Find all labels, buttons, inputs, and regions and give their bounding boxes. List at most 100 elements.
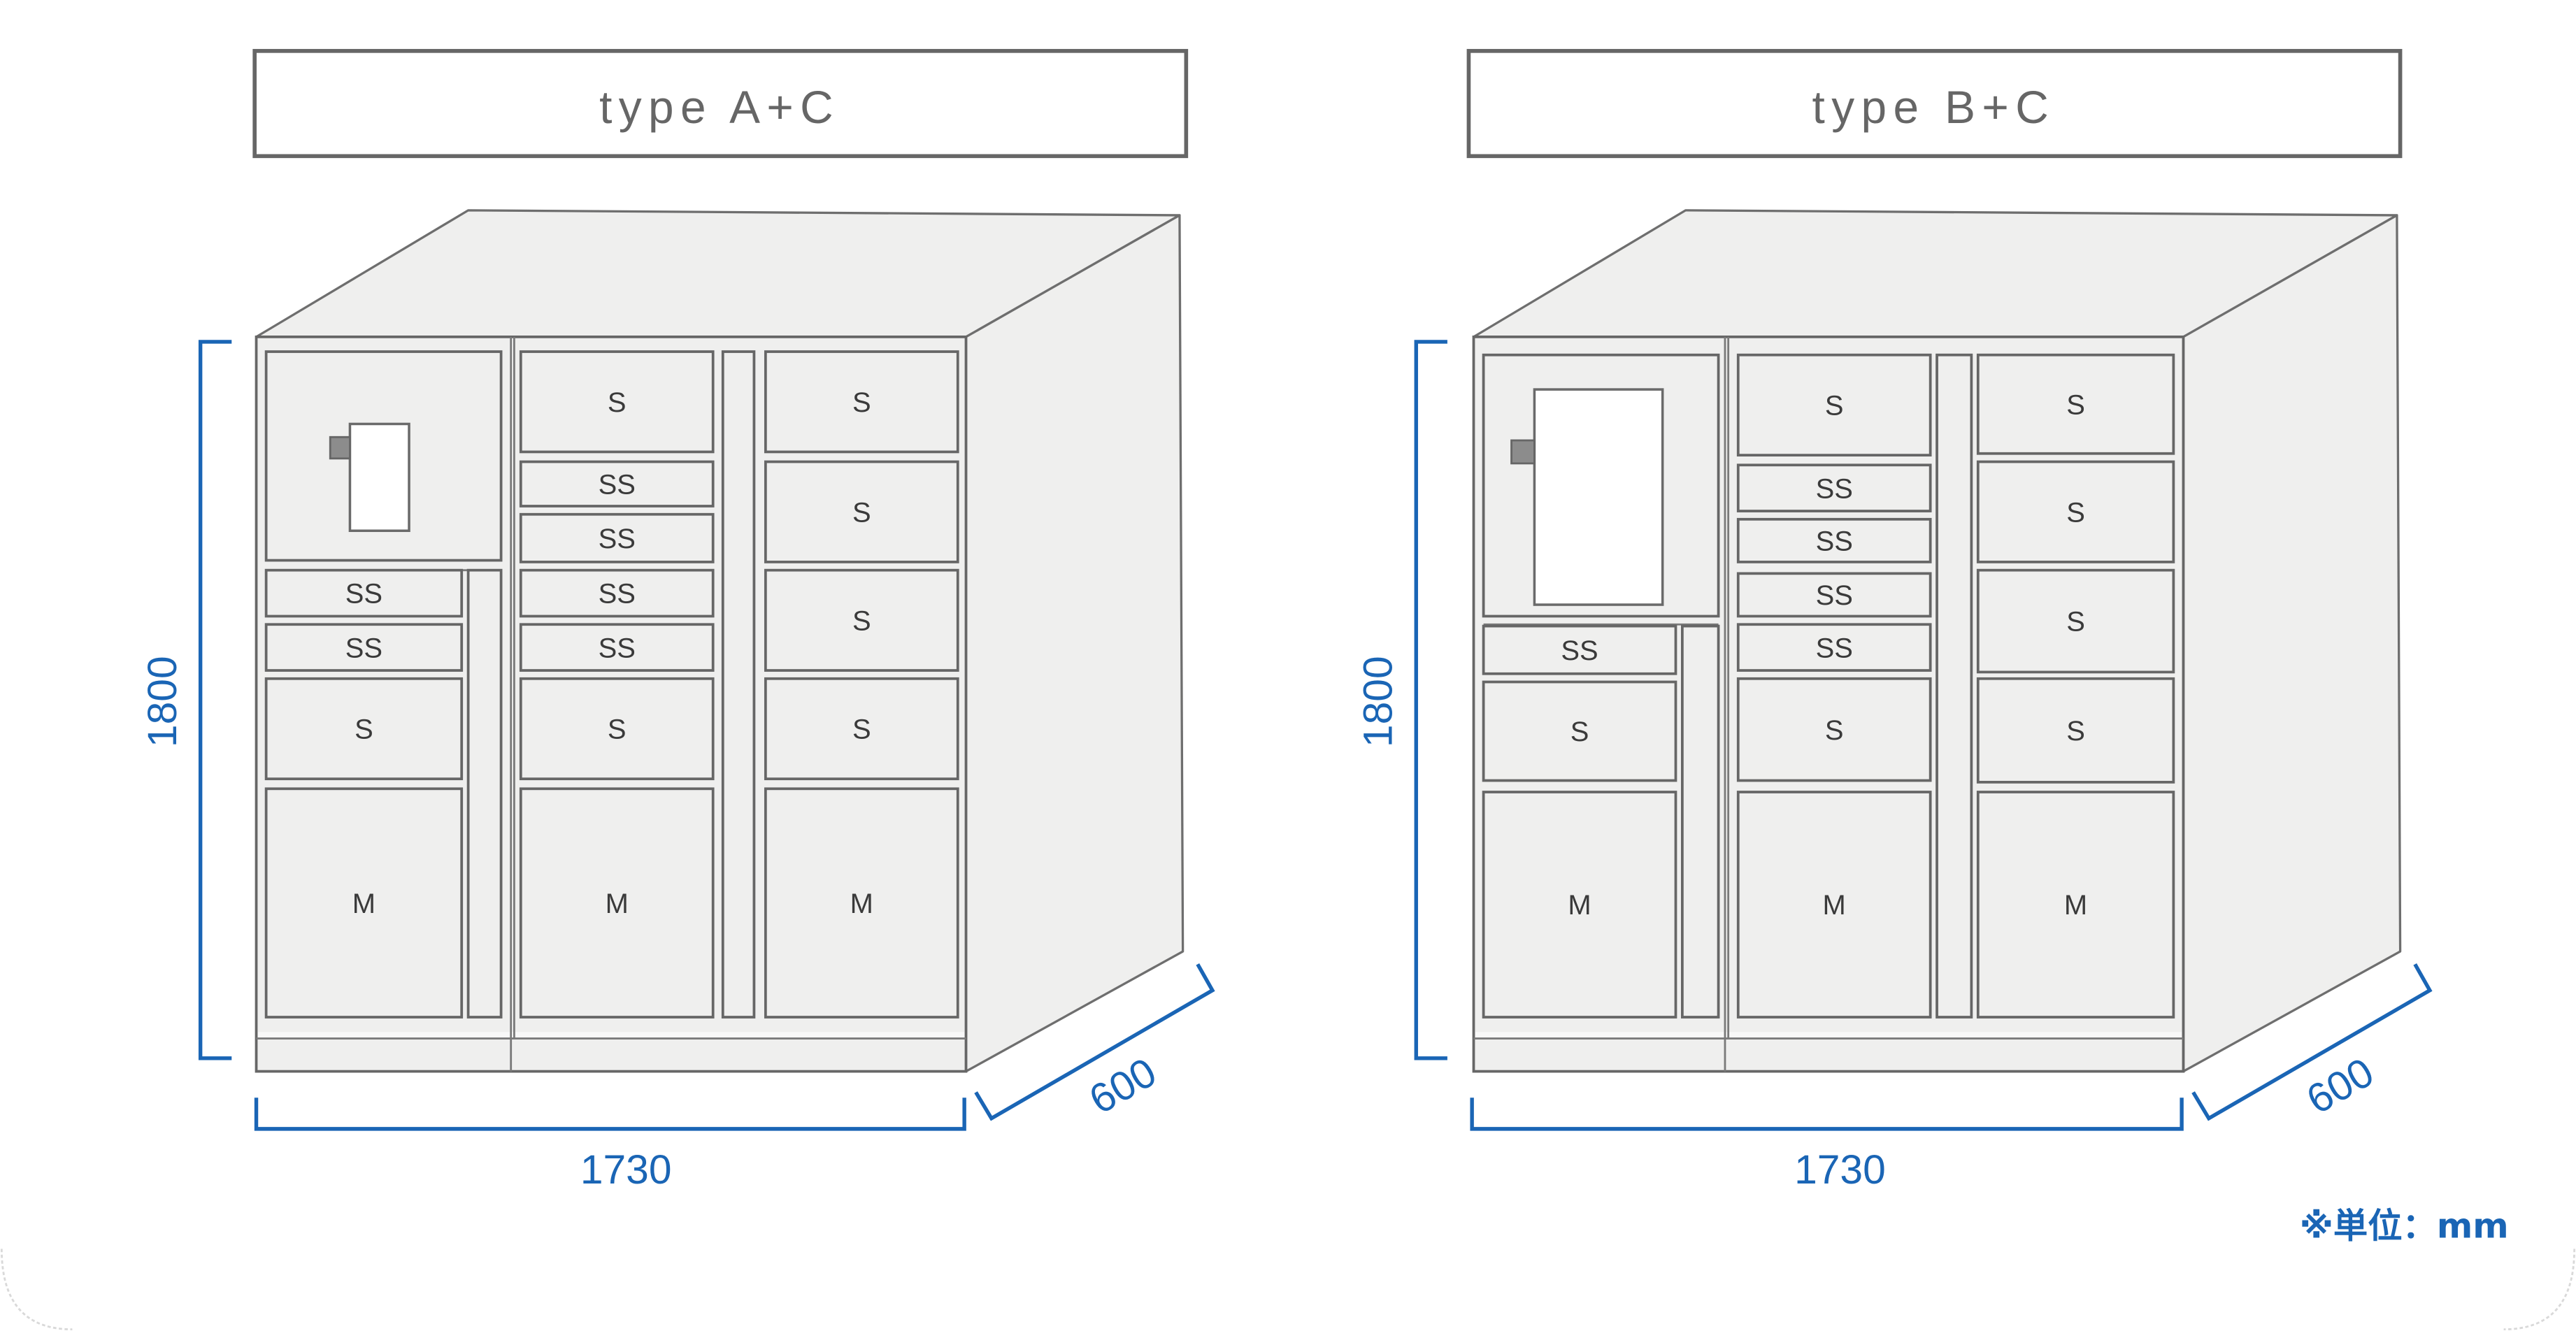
compartment-door <box>764 677 959 781</box>
compartment-door <box>264 623 464 672</box>
compartment-size-label: SS <box>1561 635 1598 666</box>
compartment: S <box>519 350 715 454</box>
compartment-size-label: M <box>850 888 873 919</box>
compartment: S <box>519 677 715 781</box>
compartment-door <box>1976 353 2175 455</box>
compartment-size-label: S <box>2066 607 2085 638</box>
compartment-size-label: SS <box>1816 633 1853 663</box>
compartment: SS <box>519 568 715 618</box>
frame-strip <box>721 350 756 1019</box>
width-value: 1730 <box>1794 1147 1886 1193</box>
compartment-size-label: S <box>852 497 871 528</box>
compartment: S <box>764 460 959 563</box>
compartment: M <box>264 787 464 1019</box>
compartment-door <box>764 350 959 454</box>
compartment-door <box>1482 791 1677 1019</box>
title-frame <box>1466 49 2403 159</box>
compartment-size-label: SS <box>599 524 636 554</box>
width-bracket <box>1470 1098 2184 1131</box>
compartment: SS <box>264 568 464 618</box>
compartment-size-label: S <box>608 387 627 418</box>
compartment-door <box>1976 677 2175 784</box>
compartment-size-label: M <box>1568 890 1591 921</box>
card-reader-icon <box>1510 439 1536 465</box>
compartment-door <box>264 787 464 1019</box>
compartment-door <box>1736 791 1932 1019</box>
compartment-size-label: M <box>352 888 375 919</box>
compartment: M <box>764 787 959 1019</box>
compartment-size-label: S <box>2066 716 2085 747</box>
compartment: SS <box>519 623 715 672</box>
compartment-size-label: S <box>2066 497 2085 528</box>
compartment-size-label: SS <box>599 633 636 663</box>
compartment-size-label: SS <box>345 633 382 663</box>
compartment-size-label: S <box>852 387 871 418</box>
compartment: M <box>519 787 715 1019</box>
cabinet-side-face <box>2182 214 2402 1073</box>
compartment-door <box>519 677 715 781</box>
compartment-door <box>519 623 715 672</box>
compartment-size-label: S <box>1825 391 1844 422</box>
plinth-highlight <box>1475 1032 2182 1039</box>
compartment-door <box>1736 677 1932 782</box>
compartment-size-label: S <box>608 714 627 745</box>
compartment-size-label: SS <box>599 469 636 500</box>
compartment: S <box>1976 568 2175 674</box>
compartment-door <box>764 787 959 1019</box>
card-corner-left <box>0 1249 73 1331</box>
compartment: S <box>1976 353 2175 455</box>
depth-bracket <box>2191 963 2433 1121</box>
compartment-door <box>1976 791 2175 1019</box>
compartment: S <box>1976 460 2175 563</box>
height-value: 1800 <box>140 656 185 747</box>
compartment: SS <box>1482 624 1677 675</box>
height-bracket <box>198 340 232 1060</box>
frame-strip <box>1680 624 1720 1019</box>
depth-bracket <box>974 963 1215 1121</box>
card-corner-right <box>2503 1249 2576 1331</box>
compartment-door <box>1736 517 1932 563</box>
compartment: SS <box>1736 463 1932 512</box>
compartment-size-label: SS <box>1816 473 1853 504</box>
frame-strip <box>466 568 503 1019</box>
compartment: S <box>1482 680 1677 782</box>
locker-column: S S S S M <box>1976 353 2175 1019</box>
compartment: SS <box>264 623 464 672</box>
compartment-door <box>1736 623 1932 672</box>
compartment-size-label: S <box>355 714 373 745</box>
compartment-door <box>1482 680 1677 782</box>
compartment-size-label: S <box>1570 717 1589 747</box>
compartment-door <box>519 460 715 508</box>
compartment-door <box>764 460 959 563</box>
compartment-size-label: SS <box>599 579 636 610</box>
touch-screen <box>348 422 410 533</box>
compartment-door <box>1736 463 1932 512</box>
compartment: S <box>764 568 959 672</box>
compartment: S <box>264 677 464 781</box>
cabinet-side-face <box>964 214 1185 1073</box>
compartment-size-label: S <box>852 714 871 745</box>
type-title: type B+C <box>1812 81 2056 133</box>
title-frame <box>252 49 1189 159</box>
compartment-door <box>519 568 715 618</box>
compartment-size-label: S <box>852 606 871 637</box>
height-value: 1800 <box>1356 656 1401 747</box>
compartment-door <box>1736 353 1932 457</box>
compartment-size-label: S <box>2066 389 2085 420</box>
compartment-door <box>1976 568 2175 674</box>
unit-note: ※単位：mm <box>2300 1206 2509 1246</box>
compartment-size-label: SS <box>1816 580 1853 611</box>
compartment: SS <box>519 512 715 563</box>
compartment-door <box>1736 572 1932 618</box>
plinth-highlight <box>257 1032 965 1039</box>
compartment: S <box>764 350 959 454</box>
compartment: M <box>1976 791 2175 1019</box>
compartment: M <box>1736 791 1932 1019</box>
card-reader-icon <box>329 436 351 460</box>
locker-column: S S S S M <box>764 350 959 1019</box>
compartment-size-label: SS <box>1816 526 1853 557</box>
